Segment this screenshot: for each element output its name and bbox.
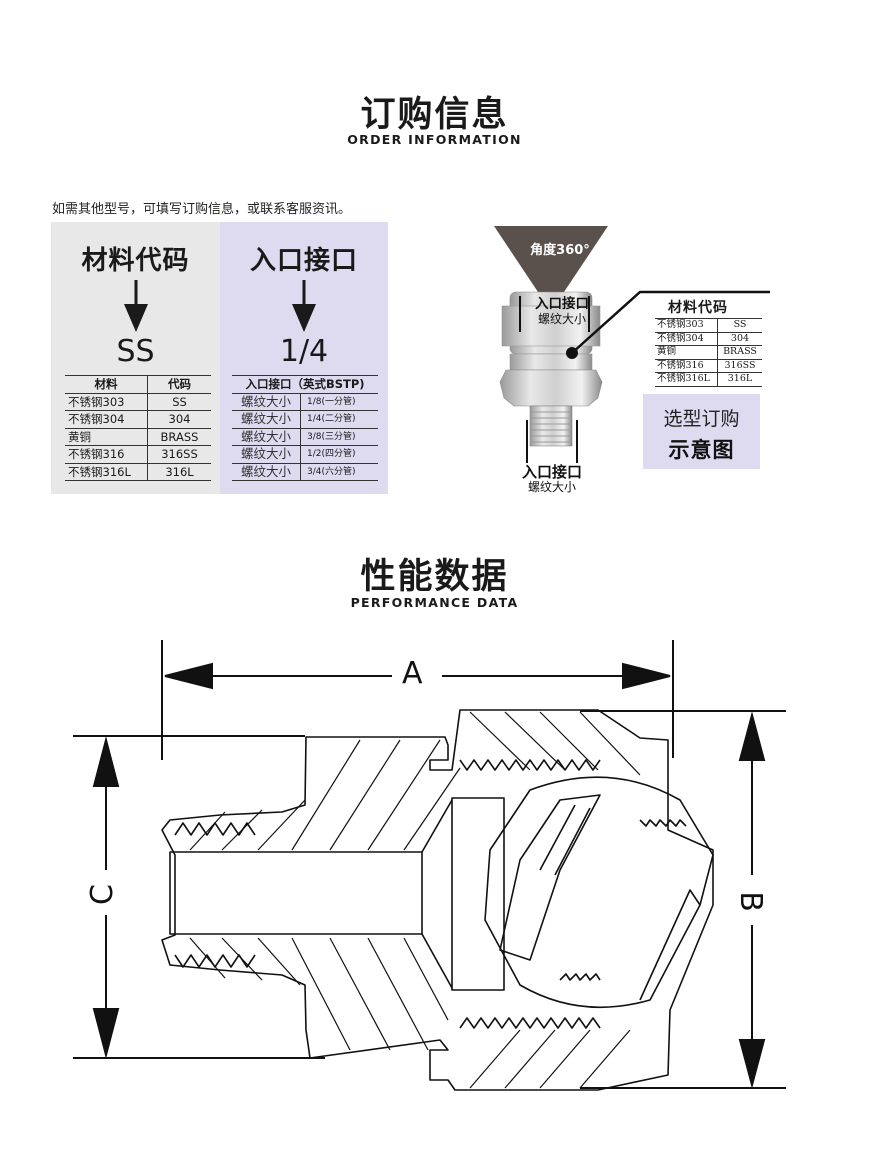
dimension-b-label: B [732,891,768,912]
column-header: 材料 [65,375,148,394]
spray-cone-shape [494,226,608,292]
order-title-cn: 订购信息 [360,95,509,135]
column-header: 入口接口（英式BSTP) [232,375,378,394]
table-header-row: 材料 代码 [65,375,211,394]
dimension-a-right-arrow [622,662,671,690]
code-cell: 316L [147,463,211,481]
dimension-b-top-arrow [738,711,766,761]
material-cell: 不锈钢316L [655,372,718,387]
selection-box-line1: 选型订购 [663,408,740,430]
dimension-a-left-arrow [164,662,213,690]
dimension-b-bottom-arrow [738,1039,766,1089]
dimension-c-top-arrow [92,736,120,787]
material-cell: 黄铜 [65,428,148,446]
top-thread-size-label: 螺纹大小 [537,312,586,326]
performance-title-en: PERFORMANCE DATA [350,595,519,610]
material-cell: 不锈钢316 [655,359,718,373]
inlet-connection-value: 1/4 [279,334,329,369]
code-cell: 316SS [717,359,762,373]
inlet-bore [169,851,423,935]
code-cell: SS [717,318,762,333]
callout-material-title: 材料代码 [668,300,728,316]
dimension-a-label: A [402,656,423,691]
selection-diagram-box: 选型订购 示意图 [643,394,760,469]
code-cell: BRASS [717,345,762,360]
material-cell: 不锈钢316 [65,445,148,464]
outlet-thread-top [459,759,601,771]
bottom-thread-size-label: 螺纹大小 [527,480,576,494]
order-note: 如需其他型号，可填写订购信息，或联系客服资讯。 [52,202,352,217]
column-header: 代码 [147,375,211,394]
top-inlet-label: 入口接口 [535,296,589,312]
inner-chamber [451,797,505,991]
material-code-value: SS [116,334,155,369]
nozzle-cross-section-drawing [73,640,786,1091]
code-cell: 316L [717,372,762,387]
hex-nut [499,369,603,407]
outlet-thread-bottom [459,1017,601,1029]
order-title-en: ORDER INFORMATION [347,132,522,147]
dimension-c-label: C [84,884,120,905]
thread-label-cell: 螺纹大小 [232,445,301,464]
spray-angle-label: 角度360° [530,243,590,258]
nozzle-product-illustration [494,226,770,463]
selection-box-line2: 示意图 [668,438,735,462]
arrow-down-icon [123,280,148,332]
performance-title-cn: 性能数据 [360,557,509,597]
code-cell: BRASS [147,428,211,446]
swivel-ball [484,776,714,1009]
material-code-heading: 材料代码 [81,246,190,276]
inlet-body-outline [161,709,714,1091]
arrow-down-icon [292,280,316,332]
code-cell: 304 [717,332,762,346]
thread-label-cell: 螺纹大小 [232,410,301,429]
code-cell: SS [147,393,211,411]
dimension-c-bottom-arrow [92,1008,120,1059]
material-cell: 不锈钢303 [655,318,718,333]
material-cell: 不锈钢304 [65,410,148,429]
code-cell: 316SS [147,445,211,464]
callout-leader-line [571,290,770,354]
thread-size-cell: 3/8(三分管) [300,428,378,446]
bottom-inlet-label: 入口接口 [521,463,582,481]
material-cell: 不锈钢303 [65,393,148,411]
thread-label-cell: 螺纹大小 [232,463,301,481]
material-cell: 不锈钢316L [65,463,148,481]
thread-size-cell: 1/8(一分管) [300,393,378,411]
thread-label-cell: 螺纹大小 [232,393,301,411]
thread-size-cell: 1/2(四分管) [300,445,378,464]
thread-size-cell: 3/4(六分管) [300,463,378,481]
thread-size-cell: 1/4(二分管) [300,410,378,429]
thread-label-cell: 螺纹大小 [232,428,301,446]
inlet-connection-heading: 入口接口 [249,246,358,276]
code-cell: 304 [147,410,211,429]
threaded-stem [529,405,573,447]
inlet-thread-bottom [174,954,256,968]
material-cell: 不锈钢304 [655,332,718,346]
table-header-row: 入口接口（英式BSTP) [232,375,378,394]
material-cell: 黄铜 [655,345,718,360]
